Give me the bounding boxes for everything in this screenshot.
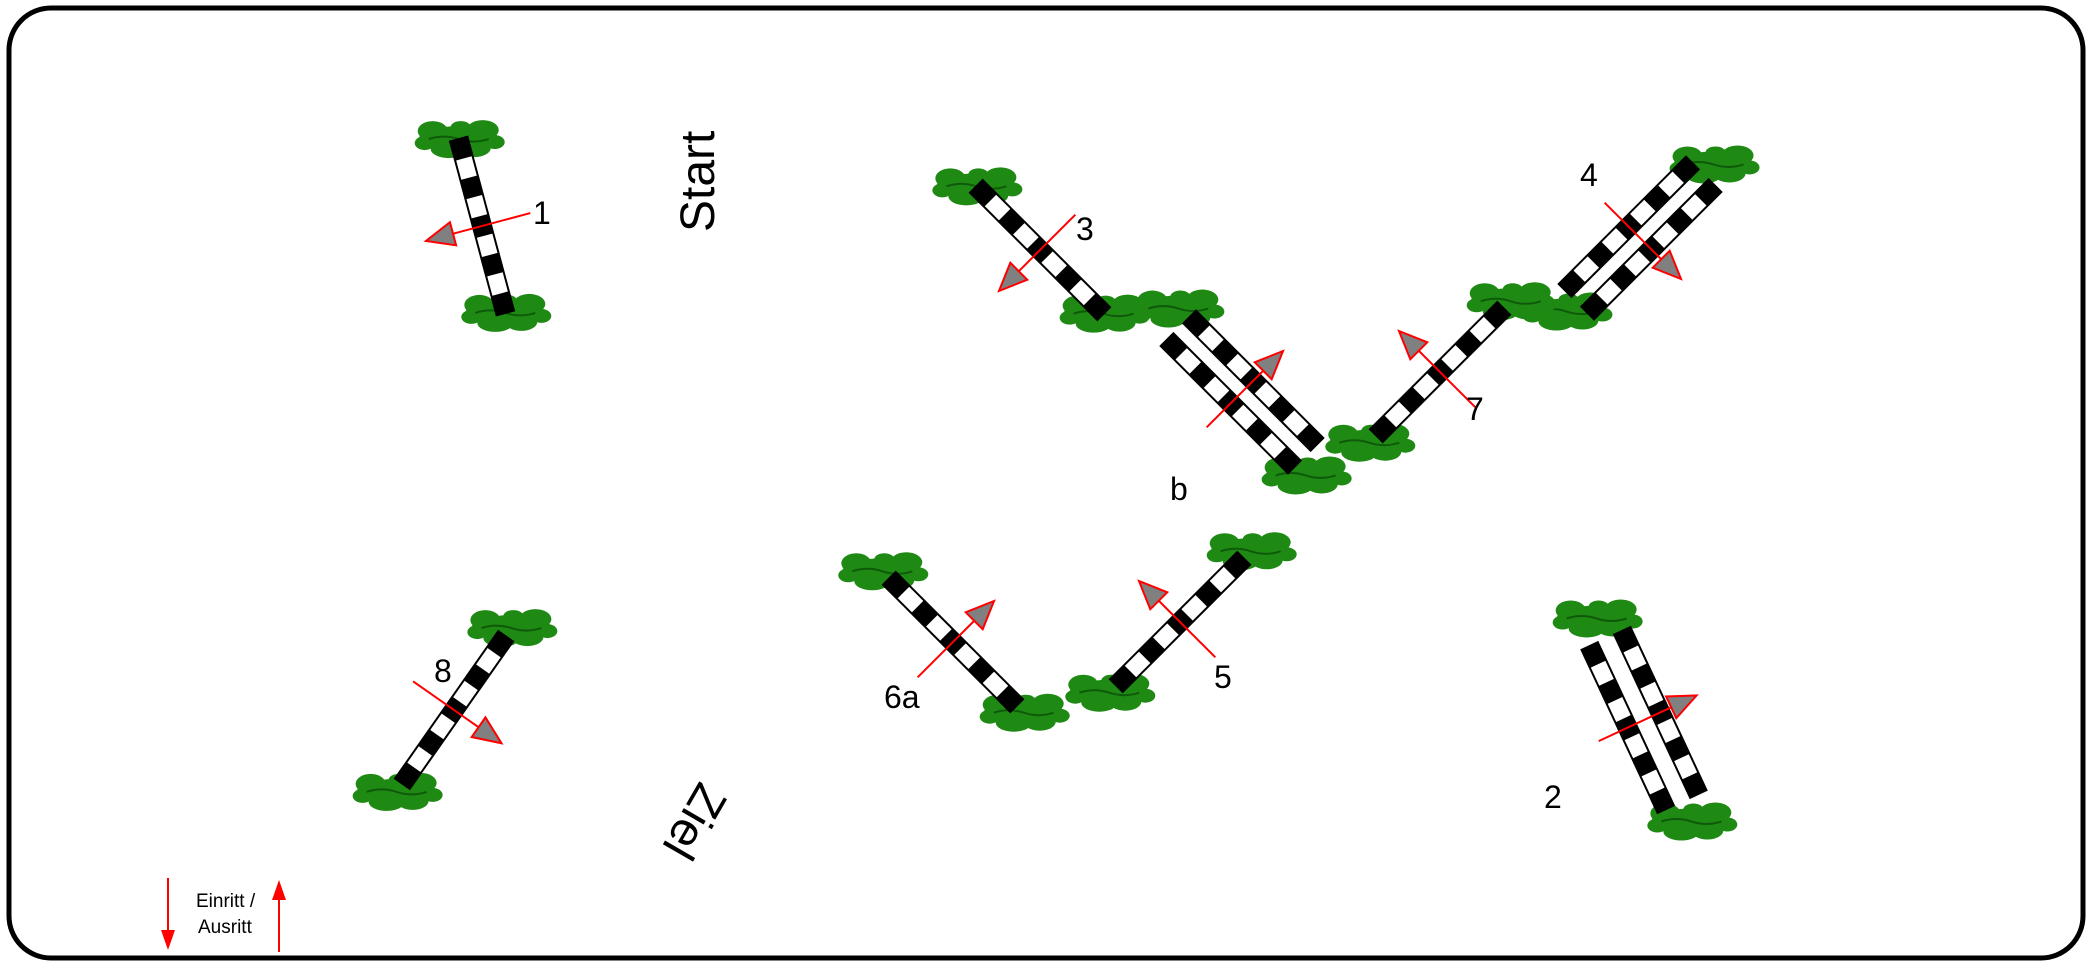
legend-arrow-up-icon (272, 880, 286, 952)
obstacle-5 (1064, 531, 1298, 713)
obstacle-5-label: 5 (1214, 659, 1232, 695)
obstacle-1-label: 1 (533, 195, 551, 231)
obstacle-b-label: b (1170, 471, 1188, 507)
arena-border (6, 5, 2086, 961)
finish-label: Ziel (652, 775, 737, 868)
legend-line-1: Einritt / (196, 891, 256, 912)
obstacle-3 (931, 166, 1151, 334)
legend-arrow-down-icon (161, 878, 175, 950)
legend: Einritt / Ausritt (161, 878, 286, 952)
obstacle-6a-label: 6a (884, 679, 920, 715)
obstacle-6a (837, 551, 1071, 733)
obstacle-8 (351, 608, 559, 812)
start-label: Start (672, 131, 725, 232)
obstacle-4-label: 4 (1580, 157, 1598, 193)
obstacle-b (1133, 288, 1353, 496)
obstacle-2 (1551, 598, 1739, 842)
obstacle-4 (1521, 144, 1761, 332)
obstacle-2-label: 2 (1544, 779, 1562, 815)
obstacle-8-label: 8 (434, 653, 452, 689)
obstacle-7-label: 7 (1466, 391, 1484, 427)
legend-line-2: Ausritt (198, 917, 253, 938)
obstacle-3-label: 3 (1076, 211, 1094, 247)
